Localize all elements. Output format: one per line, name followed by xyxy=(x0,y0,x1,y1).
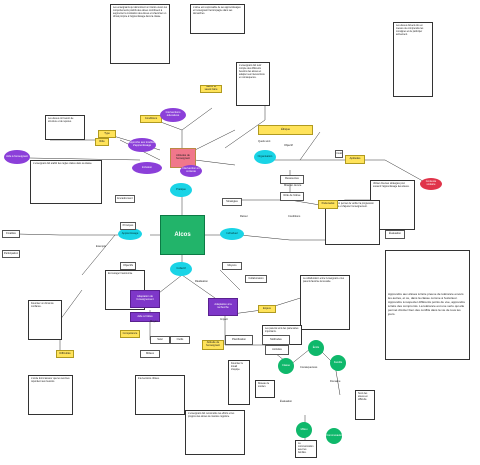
note-box: Interventions ciblées. xyxy=(135,375,185,415)
note-box: Les élèves doivent être en mesure de com… xyxy=(393,22,433,97)
plain-node[interactable]: Évaluation xyxy=(385,230,405,239)
note-box: La collaboration entre l'enseignant et l… xyxy=(300,275,350,330)
plain-node[interactable]: Finalités xyxy=(2,230,20,238)
green-node[interactable]: Famille xyxy=(330,355,346,371)
plain-node[interactable]: Principes xyxy=(120,222,136,230)
purple-box-node[interactable]: Aide à l'élève xyxy=(130,312,160,322)
plain-node[interactable]: Encadrement xyxy=(115,195,135,203)
central-pink-node[interactable]: Attitudes de l'enseignant xyxy=(170,148,196,168)
green-node[interactable]: Communauté xyxy=(326,428,342,444)
cyan-node[interactable]: Collectif xyxy=(170,262,192,276)
yellow-node[interactable]: Attitude de l'enseignant xyxy=(202,340,224,350)
yellow-node[interactable]: Compétence xyxy=(120,330,140,338)
yellow-node[interactable]: Type xyxy=(98,130,116,138)
plain-node[interactable]: Collaboration xyxy=(245,275,267,283)
note-box: L'évaluation permet de vérifier la progr… xyxy=(325,200,380,245)
edge-label: Conditions xyxy=(288,215,301,218)
plain-node[interactable]: Suivi xyxy=(150,336,170,344)
note-box: Favoriser le travail d'équipe. xyxy=(228,360,250,405)
yellow-node[interactable]: Partenariat xyxy=(318,200,338,209)
edge-label: Objectif xyxy=(284,144,293,147)
purple-node[interactable]: Interventions éducatives xyxy=(160,108,186,122)
plain-node[interactable]: Planification xyxy=(225,335,253,345)
cyan-node[interactable]: Apprentissage xyxy=(118,228,142,240)
purple-box-node[interactable]: Adaptation à la recherche xyxy=(208,298,238,316)
cyan-node[interactable]: Pratique xyxy=(170,183,192,197)
edge-label: Évaluation xyxy=(280,400,293,403)
cyan-node[interactable]: Individuel xyxy=(220,228,244,240)
note-box: L'école doit s'assurer que les services … xyxy=(28,375,73,415)
plain-node[interactable]: Activités xyxy=(265,345,289,355)
cyan-node[interactable]: Organisation xyxy=(254,150,276,164)
note-box: La communication avec les familles. xyxy=(295,440,317,458)
note-box: Les enseignants qui démontrent un intérê… xyxy=(110,4,170,64)
note-box: L'enseignant doit reconnaître les effort… xyxy=(185,410,245,455)
edge-label: Quels sont xyxy=(258,140,271,143)
edge-label: Domaine xyxy=(330,380,341,383)
edge-label: Retour xyxy=(240,215,248,218)
green-node[interactable]: École xyxy=(308,340,324,356)
plain-node[interactable]: Ressources xyxy=(280,175,304,184)
yellow-node[interactable]: Éthique xyxy=(258,125,313,135)
purple-node[interactable]: Inclusion xyxy=(132,162,162,174)
edge-label: Mise en œuvre xyxy=(284,184,302,187)
note-box: Réseau de soutien. xyxy=(255,380,275,398)
note-box: L'enseignant doit tenir compte des diffé… xyxy=(236,62,270,106)
context-node[interactable]: Contexte scolaire xyxy=(420,178,442,190)
yellow-node[interactable]: Conditions xyxy=(140,115,162,123)
purple-box-node[interactable]: Adaptation de l'enseignement xyxy=(130,290,160,308)
edge-label: Moyen xyxy=(150,320,158,323)
note-box: Favoriser un climat de confiance. xyxy=(28,300,62,340)
edge-label: Exemple xyxy=(96,245,107,248)
note-box: Suivi des élèves en difficulté. xyxy=(355,390,375,420)
plain-node[interactable]: Outils xyxy=(170,336,190,344)
yellow-node[interactable]: Aptitudes xyxy=(345,155,365,164)
plain-node[interactable]: Milieux xyxy=(140,350,160,358)
central-node[interactable]: Alcos xyxy=(160,215,205,255)
plain-node[interactable]: Méthodes xyxy=(262,335,290,345)
purple-node[interactable]: Aide à l'enseignant xyxy=(4,150,30,164)
edge-label: Conséquences xyxy=(300,366,318,369)
green-node[interactable]: Milieu xyxy=(296,422,312,438)
plain-node[interactable]: Stratégies xyxy=(222,198,242,206)
purple-node[interactable]: Intervention en contexte xyxy=(180,165,202,177)
yellow-node[interactable]: Savoir et savoir-faire xyxy=(200,85,222,93)
yellow-node[interactable]: Rôle xyxy=(95,138,109,146)
note-box: Apprendre aux élèves à faire preuve de t… xyxy=(385,250,470,360)
plain-node[interactable]: Participation xyxy=(2,250,20,258)
purple-node[interactable]: Approche aux troubles d'apprentissage xyxy=(128,138,156,152)
edge-label: Impact xyxy=(220,318,228,321)
note-box: L'élève est responsable de ses apprentis… xyxy=(190,4,245,34)
edge-label: Réalisation xyxy=(195,280,208,283)
plain-node[interactable]: Formation xyxy=(335,150,343,158)
yellow-node[interactable]: Difficultés xyxy=(56,350,74,358)
note-box: Les élèves ont besoin de structure et de… xyxy=(45,115,85,140)
plain-node[interactable]: Objectifs xyxy=(120,262,136,270)
plain-node[interactable]: Moyens xyxy=(222,262,242,270)
note-box: L'enseignant doit établir des règles cla… xyxy=(30,160,102,204)
yellow-node[interactable]: Enjeux xyxy=(258,305,276,313)
plain-node[interactable]: Rôle de l'élève xyxy=(280,192,304,201)
green-node[interactable]: Classe xyxy=(278,358,294,374)
